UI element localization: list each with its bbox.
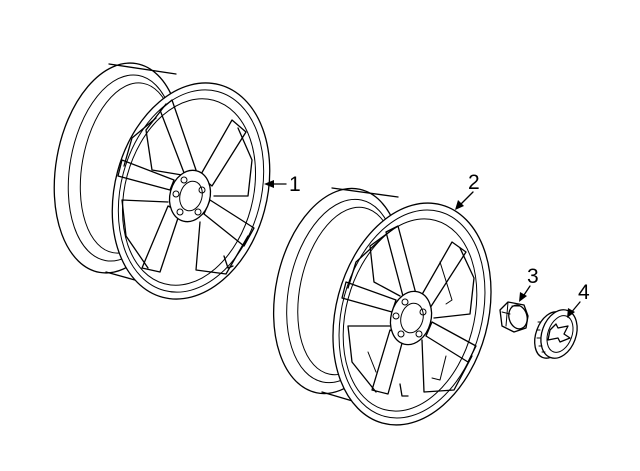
callout-3-leader [519,285,531,302]
callout-label-3: 3 [527,265,539,288]
lug-nut-icon [499,301,529,333]
callout-2-leader [455,191,474,210]
callout-label-2: 2 [468,171,480,194]
alloy-wheel-icon [53,62,271,300]
callout-label-4: 4 [578,281,590,304]
callout-4-leader [567,301,581,318]
callout-1-leader [264,180,287,188]
center-cap-icon [534,309,578,359]
callout-label-1: 1 [289,173,301,196]
alloy-wheel-icon [272,187,492,426]
